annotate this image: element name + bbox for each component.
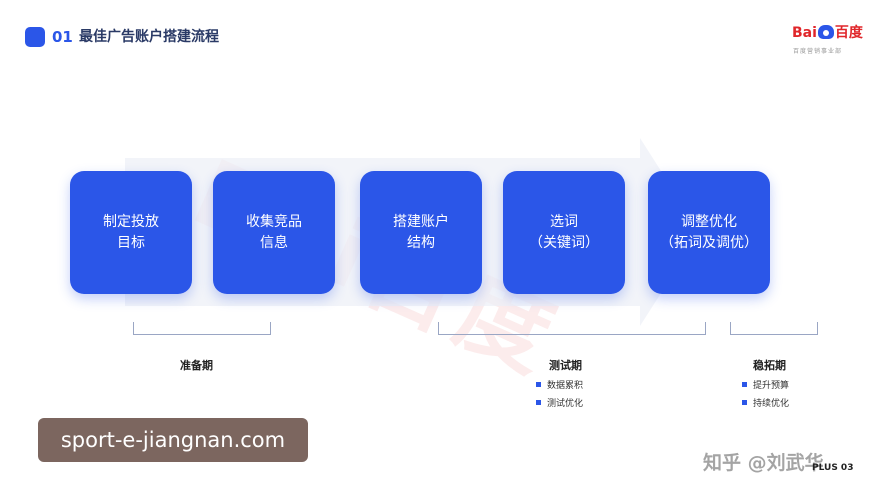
step-box-2: 收集竞品 信息 xyxy=(213,171,335,294)
step-label: 结构 xyxy=(407,234,435,251)
section-marker xyxy=(25,27,45,47)
step-label: 调整优化 xyxy=(681,213,737,230)
page-title: 最佳广告账户搭建流程 xyxy=(79,29,219,45)
page-mark: PLUS 03 xyxy=(812,463,854,473)
paw-icon xyxy=(817,25,834,39)
step-label: 目标 xyxy=(117,234,145,251)
step-label: 选词 xyxy=(550,213,578,230)
step-label: 制定投放 xyxy=(103,213,159,230)
phase-label-prep: 准备期 xyxy=(180,359,213,372)
step-label: （拓词及调优） xyxy=(660,234,758,251)
phase-label-test: 测试期 xyxy=(549,359,582,372)
square-bullet-icon xyxy=(536,382,541,387)
phase-bullet: 持续优化 xyxy=(742,398,789,410)
baidu-logo: Bai 百度 百度营销事业部 xyxy=(792,22,864,60)
section-number: 01 xyxy=(52,28,73,46)
phase-bullet: 数据累积 xyxy=(536,380,583,392)
step-box-3: 搭建账户 结构 xyxy=(360,171,482,294)
step-label: 信息 xyxy=(260,234,288,251)
step-box-5: 调整优化 （拓词及调优） xyxy=(648,171,770,294)
source-watermark-badge: sport-e-jiangnan.com xyxy=(38,418,308,462)
step-box-4: 选词 （关键词） xyxy=(503,171,625,294)
step-label: （关键词） xyxy=(529,234,599,251)
step-label: 收集竞品 xyxy=(246,213,302,230)
phase-bracket-test xyxy=(438,322,706,335)
logo-subtitle: 百度营销事业部 xyxy=(793,48,843,55)
phase-bracket-expand xyxy=(730,322,818,335)
author-credit: 知乎 @刘武华 xyxy=(703,452,824,474)
logo-chinese: 百度 xyxy=(834,25,863,41)
step-box-1: 制定投放 目标 xyxy=(70,171,192,294)
step-label: 搭建账户 xyxy=(393,213,449,230)
phase-bracket-prep xyxy=(133,322,271,335)
phase-bullet: 测试优化 xyxy=(536,398,583,410)
square-bullet-icon xyxy=(742,382,747,387)
square-bullet-icon xyxy=(536,400,541,405)
logo-latin: Bai xyxy=(792,25,817,41)
phase-bullet: 提升预算 xyxy=(742,380,789,392)
phase-label-expand: 稳拓期 xyxy=(753,359,786,372)
square-bullet-icon xyxy=(742,400,747,405)
